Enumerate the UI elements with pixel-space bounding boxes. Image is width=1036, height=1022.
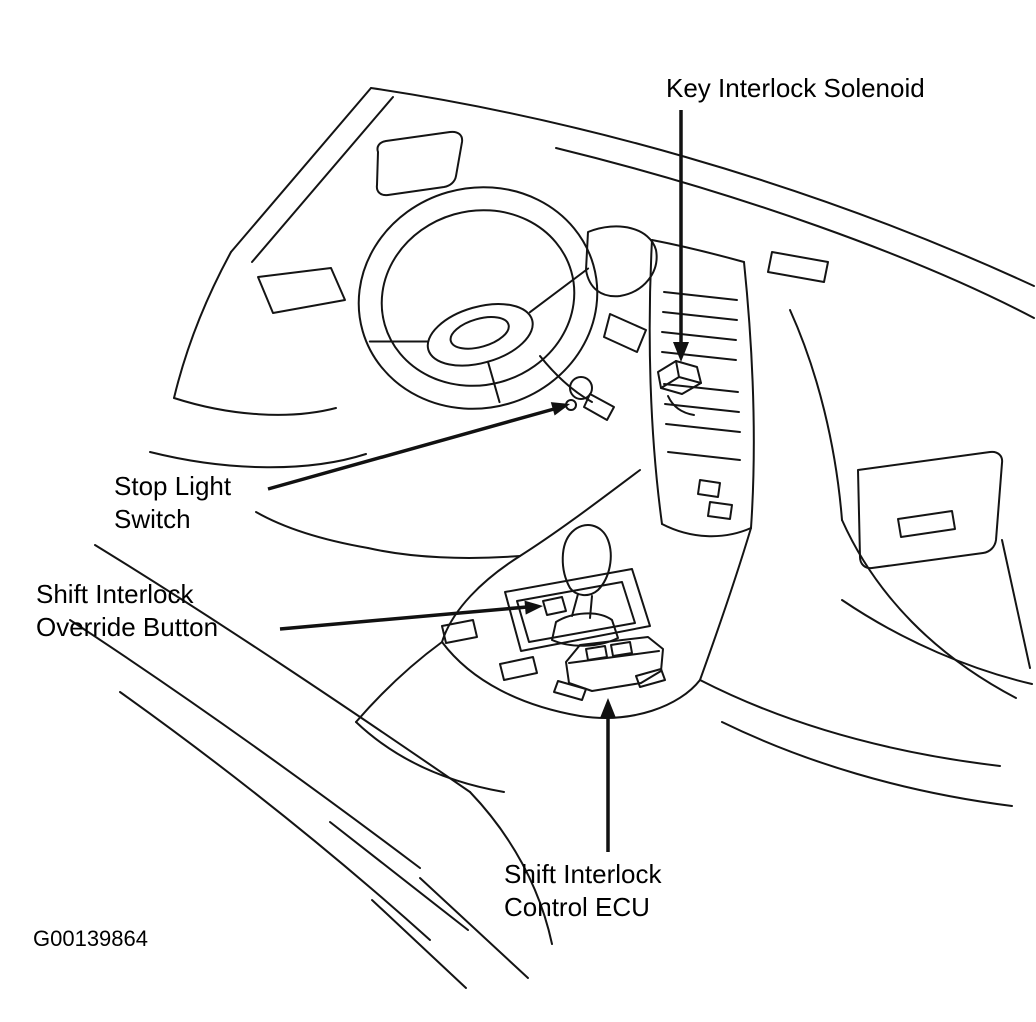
stop-light-switch-text-line2: Switch: [114, 504, 191, 535]
override-button-part: [542, 596, 567, 616]
stop-light-switch-label: Stop Light Switch: [114, 470, 231, 536]
override-text-line1: Shift Interlock: [36, 579, 194, 609]
steering-wheel: [357, 186, 599, 410]
ignition-and-stop-light-switch: [539, 355, 615, 421]
stop-light-switch-text-line1: Stop Light: [114, 471, 232, 501]
shift-interlock-override-label: Shift Interlock Override Button: [36, 578, 218, 644]
rearview-mirror: [375, 130, 464, 197]
shift-interlock-override-arrow: [279, 600, 543, 631]
key-interlock-solenoid-label: Key Interlock Solenoid: [666, 72, 925, 105]
figure-id: G00139864: [33, 926, 148, 951]
a-pillar-and-door: [149, 87, 394, 469]
ecu-text-line1: Shift Interlock: [504, 859, 662, 889]
ecu-text-line2: Control ECU: [504, 892, 650, 923]
key-interlock-solenoid-part: [657, 360, 702, 416]
stop-light-switch-arrow: [267, 402, 570, 491]
windshield-and-dash: [370, 87, 1035, 319]
right-floor-lines: [699, 599, 1033, 807]
shift-knob: [561, 524, 612, 596]
instrument-cluster: [585, 225, 658, 353]
shift-interlock-ecu-arrow: [600, 698, 616, 852]
shift-interlock-ecu-part: [553, 636, 666, 701]
override-text-line2: Override Button: [36, 612, 219, 643]
floor-lines: [69, 544, 553, 989]
key-interlock-solenoid-text: Key Interlock Solenoid: [666, 73, 925, 103]
key-interlock-solenoid-arrow: [673, 110, 689, 362]
glove-box-area: [789, 309, 1031, 699]
center-stack: [648, 239, 755, 538]
shift-interlock-ecu-label: Shift Interlock Control ECU: [504, 858, 662, 924]
console-and-shifter: [255, 469, 752, 719]
